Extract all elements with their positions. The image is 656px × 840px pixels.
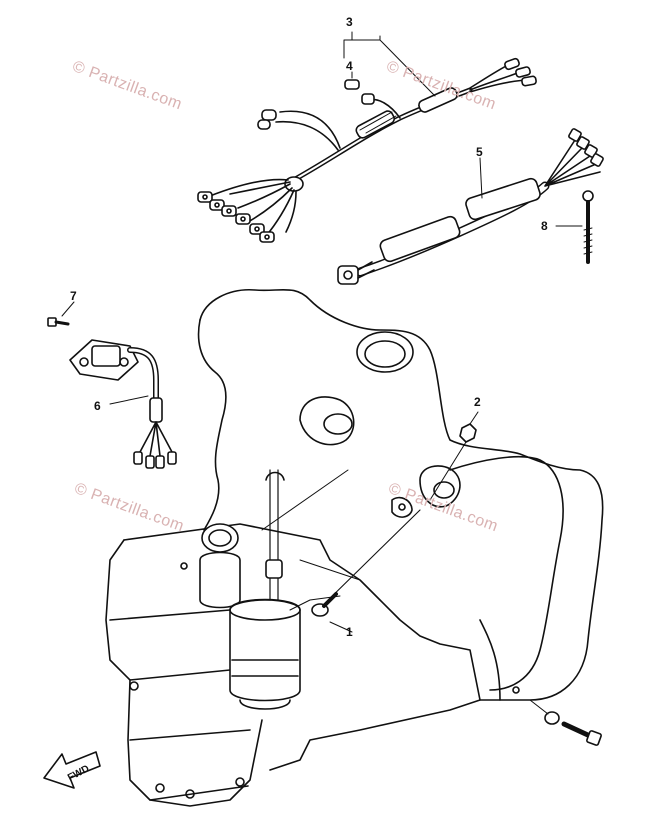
callout-5: 5 xyxy=(476,145,483,159)
engine-block-outline xyxy=(105,288,604,807)
callout-1: 1 xyxy=(346,625,353,639)
fwd-arrow-icon xyxy=(43,751,101,789)
bolt-part-1 xyxy=(311,496,421,633)
wire-harness-part-3 xyxy=(197,31,537,243)
nut-part-2 xyxy=(429,411,479,501)
callout-6: 6 xyxy=(94,399,101,413)
sensor-part-6 xyxy=(69,339,177,469)
callout-7: 7 xyxy=(70,289,77,303)
lead-wire-part-5 xyxy=(337,128,604,285)
callout-3: 3 xyxy=(346,15,353,29)
callout-2: 2 xyxy=(474,395,481,409)
callout-4: 4 xyxy=(346,59,353,73)
callout-8: 8 xyxy=(541,219,548,233)
bolt-part-8 xyxy=(555,190,594,264)
lower-right-bolt xyxy=(529,699,602,746)
sleeve-part-4 xyxy=(344,71,360,90)
screw-part-7 xyxy=(47,301,75,327)
